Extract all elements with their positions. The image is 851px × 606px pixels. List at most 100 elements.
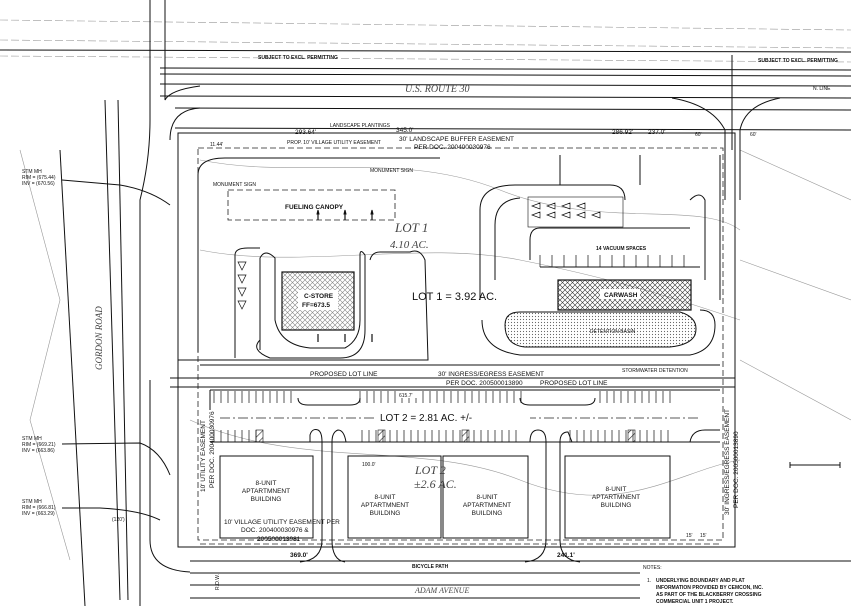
dim-60a: 60' xyxy=(695,132,702,138)
dim-293: 293.64' xyxy=(295,129,316,136)
fueling-canopy xyxy=(227,189,396,221)
landscape-buffer-label: 30' LANDSCAPE BUFFER EASEMENT xyxy=(399,136,514,143)
lot1-a-area: 4.10 AC. xyxy=(390,239,429,251)
storm-manhole-3: STM MH RIM = (666.81) INV = (663.29) xyxy=(22,499,161,521)
building-1-label-1: 8-UNIT xyxy=(256,480,277,487)
village-utility-s-1: 10' VILLAGE UTILITY EASEMENT PER xyxy=(224,519,340,526)
carwash-label: CARWASH xyxy=(604,292,638,299)
building-3-label-2: APTARTMNENT xyxy=(463,502,511,509)
lot2-b-area: ±2.6 AC. xyxy=(414,477,457,491)
scale-bar xyxy=(789,462,841,468)
ingress-e-1: 30' INGRESS/EGRESS EASEMENT xyxy=(724,409,731,515)
dim-15b: 15' xyxy=(700,533,707,539)
proposed-lot-line-label: PROPOSED LOT LINE xyxy=(310,371,378,378)
dim-615: 615.7' xyxy=(399,393,413,399)
fueling-canopy-label: FUELING CANOPY xyxy=(285,204,344,211)
apartment-building-1: 8-UNIT APTARTMNENT BUILDING xyxy=(219,455,314,539)
lot-2: LOT 2 = 2.81 AC. +/- 615.7' 8-UNIT APTAR… xyxy=(112,389,740,563)
gordon-road-label: GORDON ROAD xyxy=(94,306,104,370)
dim-15a: 15' xyxy=(686,533,693,539)
dim-237: 237.0' xyxy=(648,129,666,136)
ingress-easement-label: 30' INGRESS/EGRESS EASEMENT xyxy=(438,371,544,378)
apartment-building-3: 8-UNIT APTARTMNENT BUILDING xyxy=(442,455,529,539)
lot2-b-label: LOT 2 xyxy=(414,463,446,477)
landscape-buffer-doc: PER DOC. 200400030976 xyxy=(414,144,491,151)
storm-manhole-2: STM MH RIM = (669.21) INV = (663.86) xyxy=(22,436,171,476)
building-1-label-2: APTARTMNENT xyxy=(242,488,290,495)
gordon-road: GORDON ROAD xyxy=(59,0,201,606)
mh-inv: INV = (663.86) xyxy=(22,448,55,454)
apartment-building-4: 8-UNIT APTARTMNENT BUILDING xyxy=(564,455,671,539)
lot2-a-label: LOT 2 = 2.81 AC. +/- xyxy=(380,413,472,424)
bicycle-path-label: BICYCLE PATH xyxy=(412,564,449,570)
lot1-a-label: LOT 1 xyxy=(394,220,428,235)
utility-easement-w-1: 10' UTILITY EASEMENT xyxy=(200,420,207,492)
building-4-label-2: APTARTMNENT xyxy=(592,494,640,501)
village-utility-s-2: DOC. 200400030976 & xyxy=(241,527,309,534)
ingress-e-2: PER DOC. 200500013890 xyxy=(733,431,740,508)
dim-120: (120') xyxy=(112,517,125,523)
building-2-label-3: BUILDING xyxy=(370,510,401,517)
building-4-label-3: BUILDING xyxy=(601,502,632,509)
dim-286: 286.92' xyxy=(612,129,633,136)
utility-easement-w-2: PER DOC. 200400030976 xyxy=(209,411,216,488)
mh-inv: INV = (663.29) xyxy=(22,511,55,517)
mh-inv: INV = (670.56) xyxy=(22,181,55,187)
note-line-4: COMMERCIAL UNIT 1 PROJECT. xyxy=(656,599,734,605)
note-number: 1. xyxy=(647,578,651,584)
building-1-label-3: BUILDING xyxy=(251,496,282,503)
lot-1: FUELING CANOPY C-STORE FF=673.5 LOT 1 4.… xyxy=(178,155,721,374)
apartment-building-2: 8-UNIT APTARTMNENT BUILDING xyxy=(347,455,442,539)
stormwater-label: STORMWATER DETENTION xyxy=(622,368,688,374)
route-label: U.S. ROUTE 30 xyxy=(405,84,469,95)
mh-rim: RIM = (675.44) xyxy=(22,175,56,181)
note-line-2: INFORMATION PROVIDED BY CEMCON, INC. xyxy=(656,585,764,591)
notes-title: NOTES: xyxy=(643,565,662,571)
lot-line: PROPOSED LOT LINE 30' INGRESS/EGRESS EAS… xyxy=(170,371,735,388)
monument-sign-label: MONUMENT SIGN xyxy=(370,168,413,174)
mh-title: STM MH xyxy=(22,169,42,175)
dim-345: 345.0' xyxy=(396,127,414,134)
contour-lines xyxy=(0,19,851,561)
building-3-label-1: 8-UNIT xyxy=(477,494,498,501)
mh-rim: RIM = (669.21) xyxy=(22,442,56,448)
dim-100: 100.0' xyxy=(362,462,376,468)
building-2-label-1: 8-UNIT xyxy=(375,494,396,501)
vacuum-label: 14 VACUUM SPACES xyxy=(596,246,647,252)
row-label: R.O.W. xyxy=(215,574,221,590)
notes: NOTES: 1. UNDERLYING BOUNDARY AND PLAT I… xyxy=(640,562,851,606)
note-line-3: AS PART OF THE BLACKBERRY CROSSING xyxy=(656,592,762,598)
vacuum-spaces: 14 VACUUM SPACES xyxy=(527,196,700,268)
monument-sign-label-2: MONUMENT SIGN xyxy=(213,182,256,188)
subject-excl-label-2: SUBJECT TO EXCL. PERMITTING xyxy=(758,58,838,64)
storm-manhole-1: STM MH RIM = (675.44) INV = (670.56) xyxy=(22,169,171,206)
detention-basin xyxy=(504,311,697,348)
ingress-easement-doc: PER DOC. 200500013890 xyxy=(446,380,523,387)
us-route-30: U.S. ROUTE 30 N. LINE SUBJECT TO EXCL. P… xyxy=(0,49,851,200)
dim-1144: 11.44' xyxy=(210,142,223,148)
building-3-label-3: BUILDING xyxy=(472,510,503,517)
n-line-label: N. LINE xyxy=(813,86,831,92)
adam-avenue-label: ADAM AVENUE xyxy=(414,586,469,595)
dim-60b: 60' xyxy=(750,132,757,138)
c-store-label: C-STORE xyxy=(304,293,334,300)
village-utility-s-3: 200500013981 xyxy=(257,536,301,543)
dim-369: 369.0' xyxy=(290,552,308,559)
site-boundary: 293.64' 345.0' 286.92' 237.0' 11.44' 30'… xyxy=(177,123,736,548)
subject-excl-label: SUBJECT TO EXCL. PERMITTING xyxy=(258,55,338,61)
c-store-ff-label: FF=673.5 xyxy=(302,302,330,309)
parking-stalls xyxy=(210,391,720,443)
detention-label: DETENTION BASIN xyxy=(590,329,636,335)
building-2-label-2: APTARTMNENT xyxy=(361,502,409,509)
proposed-lot-line-label-2: PROPOSED LOT LINE xyxy=(540,380,608,387)
mh-title: STM MH xyxy=(22,499,42,505)
mh-rim: RIM = (666.81) xyxy=(22,505,56,511)
mh-title: STM MH xyxy=(22,436,42,442)
building-4-label-1: 8-UNIT xyxy=(606,486,627,493)
village-utility-label: PROP. 10' VILLAGE UTILITY EASEMENT xyxy=(287,140,381,146)
landscape-planting-label: LANDSCAPE PLANTINGS xyxy=(330,123,391,129)
lot1-b-label: LOT 1 = 3.92 AC. xyxy=(412,291,497,303)
dim-241: 241.1' xyxy=(557,552,575,559)
storm-manholes: STM MH RIM = (675.44) INV = (670.56) STM… xyxy=(22,169,171,521)
